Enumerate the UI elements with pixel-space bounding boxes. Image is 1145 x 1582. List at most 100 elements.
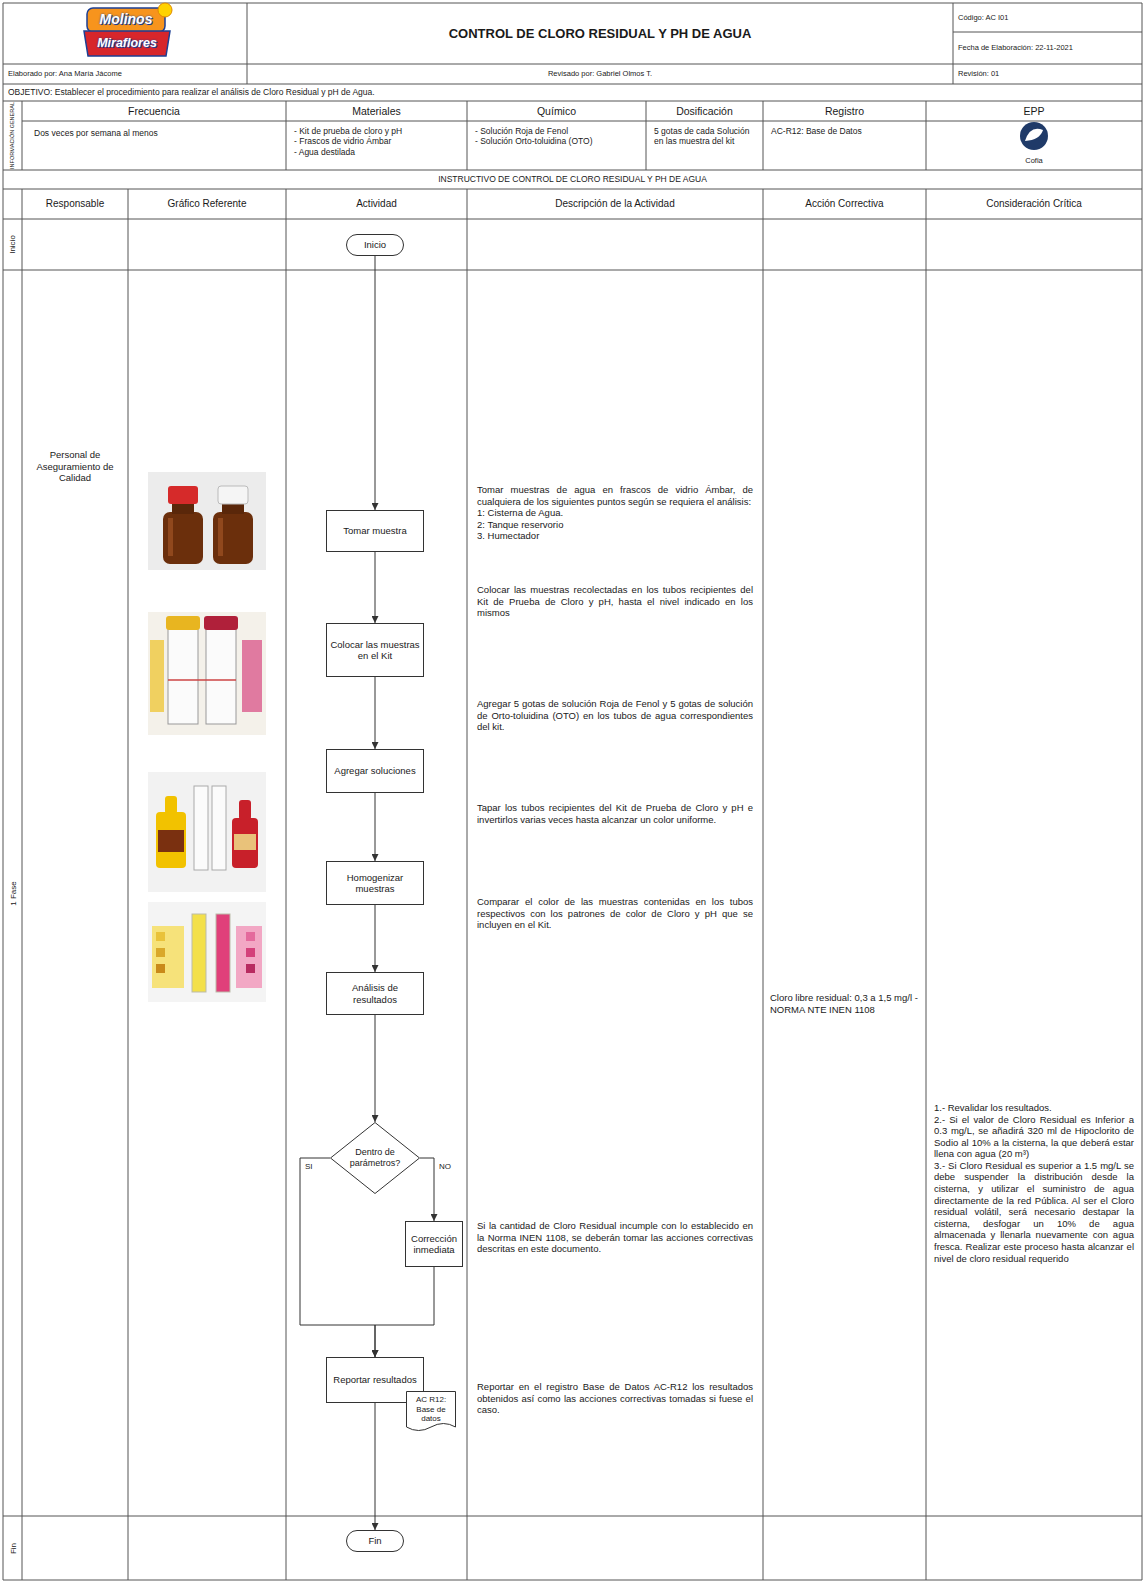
- level-line: [168, 679, 236, 681]
- color-strip: [150, 640, 164, 712]
- red-cap: [168, 486, 198, 504]
- flow-connector: [375, 1267, 434, 1357]
- photo-background: [148, 772, 266, 892]
- process-box: Tomar muestra: [326, 510, 424, 552]
- table-cell: Dos veces por semana al menos: [22, 121, 286, 140]
- flow-connector: [375, 552, 376, 623]
- bottle-label: [158, 830, 184, 852]
- node-text: Reportar resultados: [329, 1374, 421, 1385]
- table-cell: Inicio: [3, 219, 22, 270]
- activity-description: 1: Cisterna de Agua.: [477, 507, 753, 519]
- cap-symbol: [1025, 129, 1043, 141]
- flow-connector: [375, 905, 376, 972]
- node-text: Dentro de parámetros?: [347, 1147, 403, 1169]
- epp-icon: [1020, 122, 1048, 150]
- edge-label: SI: [304, 1163, 314, 1172]
- table-cell: - Kit de prueba de cloro y pH- Frascos d…: [286, 121, 467, 159]
- document-symbol: AC R12: Base de datos: [406, 1391, 456, 1435]
- decision-diamond: Dentro de parámetros?: [330, 1122, 420, 1194]
- table-cell: Acción Correctiva: [763, 189, 926, 219]
- edge-label: NO: [438, 1163, 452, 1172]
- table-cell: Químico: [467, 101, 646, 121]
- table-cell: Tomar muestras de agua en frascos de vid…: [467, 482, 763, 544]
- table-cell: Comparar el color de las muestras conten…: [467, 894, 763, 933]
- critical-note: 1.- Revalidar los resultados.: [934, 1102, 1134, 1114]
- color-square: [246, 964, 255, 973]
- activity-description: Comparar el color de las muestras conten…: [477, 896, 753, 931]
- table-cell: Frecuencia: [22, 101, 286, 121]
- node-text: Fin: [349, 1535, 401, 1546]
- node-text: Homogenizar muestras: [329, 872, 421, 895]
- table-text: AC-R12: Base de Datos: [771, 126, 918, 136]
- table-cell: 5 gotas de cada Solución en las muestra …: [646, 121, 763, 149]
- glass-highlight: [168, 518, 173, 556]
- table-cell: Gráfico Referente: [128, 189, 286, 219]
- section-heading: INSTRUCTIVO DE CONTROL DE CLORO RESIDUAL…: [8, 174, 1137, 184]
- amber-bottle: [163, 512, 203, 564]
- table-cell: Elaborado por: Ana María Jácome: [3, 64, 247, 84]
- table-cell: Colocar las muestras recolectadas en los…: [467, 582, 763, 621]
- table-cell: INSTRUCTIVO DE CONTROL DE CLORO RESIDUAL…: [3, 170, 1142, 189]
- table-cell: AC-R12: Base de Datos: [763, 121, 926, 138]
- node-text: Agregar soluciones: [329, 765, 421, 776]
- dropper-tip: [165, 796, 177, 814]
- table-cell: Revisado por: Gabriel Olmos T.: [247, 64, 953, 84]
- table-text: - Kit de prueba de cloro y pH: [294, 126, 459, 136]
- column-header: Consideración Crítica: [931, 198, 1137, 210]
- photo-background: [148, 902, 266, 1002]
- table-cell: Fecha de Elaboración: 22-11-2021: [953, 32, 1142, 64]
- activity-description: 2: Tanque reservorio: [477, 519, 753, 531]
- photo-background: [148, 472, 266, 570]
- flow-connector: [375, 1015, 376, 1122]
- test-tube: [168, 628, 198, 724]
- table-cell: Materiales: [286, 101, 467, 121]
- table-cell: 1 Fase: [3, 270, 22, 1516]
- table-cell: Agregar 5 gotas de solución Roja de Feno…: [467, 696, 763, 735]
- table-cell: Miraflores: [84, 31, 170, 56]
- table-text: Cofia: [931, 156, 1137, 165]
- column-header: Químico: [472, 105, 641, 118]
- node-text: Colocar las muestras en el Kit: [329, 639, 421, 662]
- critical-note: 3.- Si Cloro Residual es superior a 1.5 …: [934, 1160, 1134, 1264]
- glass-highlight: [218, 518, 223, 556]
- table-text: Código: AC I01: [958, 13, 1137, 22]
- corrective-action: Cloro libre residual: 0,3 a 1,5 mg/l - N…: [770, 992, 919, 1015]
- photo-amber-bottles: [148, 472, 266, 570]
- amber-bottle: [213, 512, 253, 564]
- process-box: Homogenizar muestras: [326, 861, 424, 905]
- photo-test-tubes: [148, 612, 266, 735]
- table-cell: 1.- Revalidar los resultados.2.- Si el v…: [926, 1100, 1142, 1266]
- column-header: Frecuencia: [27, 105, 281, 118]
- table-cell: INFORMACIÓN GENERAL: [3, 101, 22, 170]
- color-square: [246, 932, 255, 941]
- logo-flower: [158, 3, 172, 17]
- color-panel: [236, 926, 262, 988]
- flow-connector: [375, 1403, 376, 1530]
- table-cell: OBJETIVO: Establecer el procedimiento pa…: [3, 84, 1142, 101]
- table-text: Revisado por: Gabriel Olmos T.: [252, 69, 948, 78]
- table-text: Personal de Aseguramiento de Calidad: [27, 449, 123, 484]
- red-cap: [204, 616, 238, 630]
- color-square: [156, 932, 165, 941]
- table-text: Dos veces por semana al menos: [34, 128, 274, 138]
- table-cell: Tapar los tubos recipientes del Kit de P…: [467, 800, 763, 827]
- flow-connector: [375, 677, 376, 749]
- process-box: Análisis de resultados: [326, 972, 424, 1015]
- table-text: Revisión: 01: [958, 69, 1137, 78]
- activity-description: Tomar muestras de agua en frascos de vid…: [477, 484, 753, 507]
- table-cell: Consideración Crítica: [926, 189, 1142, 219]
- activity-description: 3. Humectador: [477, 530, 753, 542]
- node-text: AC R12: Base de datos: [409, 1395, 453, 1424]
- yellow-cap: [166, 616, 200, 630]
- logo-text: Miraflores: [85, 36, 169, 51]
- table-cell: - Solución Roja de Fenol- Solución Orto-…: [467, 121, 646, 149]
- color-square: [156, 964, 165, 973]
- diamond-outline: [331, 1123, 420, 1194]
- photo-reagents: [148, 772, 266, 892]
- table-cell: Fin: [3, 1516, 22, 1580]
- dropper-tip: [239, 800, 251, 820]
- column-header: Materiales: [291, 105, 462, 118]
- table-cell: Descripción de la Actividad: [467, 189, 763, 219]
